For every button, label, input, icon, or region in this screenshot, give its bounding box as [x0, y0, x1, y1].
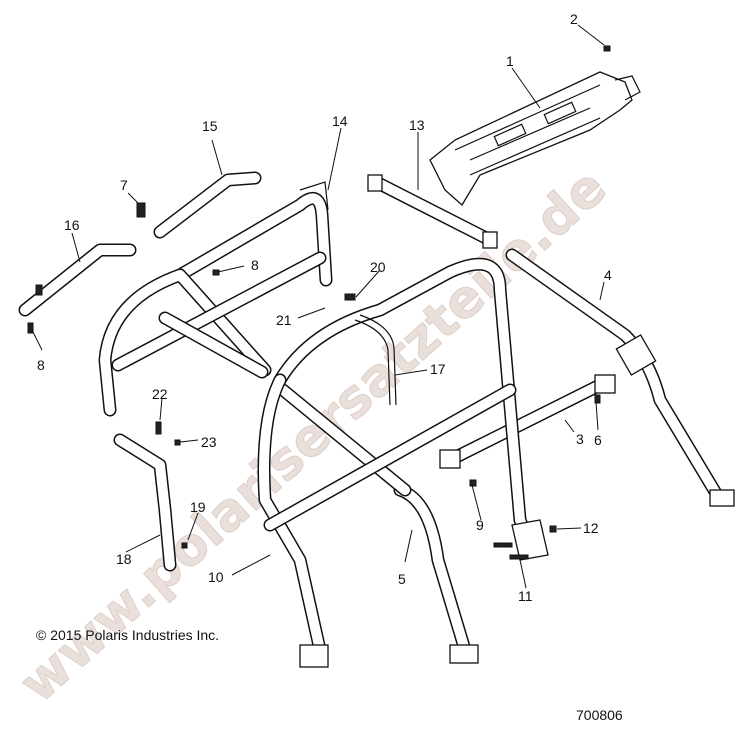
callout-23: 23 — [201, 434, 217, 450]
upper-bar-part-16 — [18, 243, 137, 317]
upper-bar-part-15 — [153, 171, 262, 239]
callout-12: 12 — [583, 520, 599, 536]
callout-17: 17 — [430, 361, 446, 377]
screw-part-2 — [603, 45, 611, 52]
center-cage-part-5 — [273, 257, 537, 664]
callout-6: 6 — [594, 432, 602, 448]
front-upper-bar-part-14 — [173, 181, 333, 287]
leader-lines — [31, 24, 605, 589]
callout-15: 15 — [202, 118, 218, 134]
callout-16: 16 — [64, 217, 80, 233]
rear-foot-bracket — [511, 519, 549, 561]
callout-2: 2 — [570, 11, 578, 27]
callout-1: 1 — [506, 53, 514, 69]
callout-8b: 8 — [37, 357, 45, 373]
callout-13: 13 — [409, 117, 425, 133]
roof-console-part — [429, 71, 641, 207]
callout-7: 7 — [120, 177, 128, 193]
callout-19: 19 — [190, 499, 206, 515]
callout-labels: 1 2 3 4 5 6 7 8 8 9 10 11 12 13 14 15 16… — [37, 11, 612, 604]
lower-frame-part-10 — [257, 373, 517, 668]
rear-crossbar-part — [439, 374, 616, 469]
callout-22: 22 — [152, 386, 168, 402]
rear-right-upright-part — [505, 248, 735, 507]
callout-11: 11 — [518, 588, 533, 604]
callout-14: 14 — [332, 113, 348, 129]
callout-10: 10 — [208, 569, 224, 585]
callout-9: 9 — [476, 517, 484, 533]
side-bar-part-18 — [113, 433, 177, 572]
callout-4: 4 — [604, 267, 612, 283]
brace-part-17 — [354, 314, 397, 406]
figure-number: 700806 — [576, 707, 623, 723]
fastener-part-7 — [136, 202, 146, 218]
fastener-parts — [27, 269, 601, 560]
callout-21: 21 — [276, 312, 292, 328]
copyright-text: © 2015 Polaris Industries Inc. — [36, 627, 219, 643]
rear-upper-crossbar-part — [367, 174, 498, 249]
callout-8a: 8 — [251, 257, 259, 273]
callout-20: 20 — [370, 259, 386, 275]
callout-3: 3 — [576, 431, 584, 447]
callout-18: 18 — [116, 551, 132, 567]
front-hoop-part — [98, 251, 327, 417]
callout-5: 5 — [398, 571, 406, 587]
